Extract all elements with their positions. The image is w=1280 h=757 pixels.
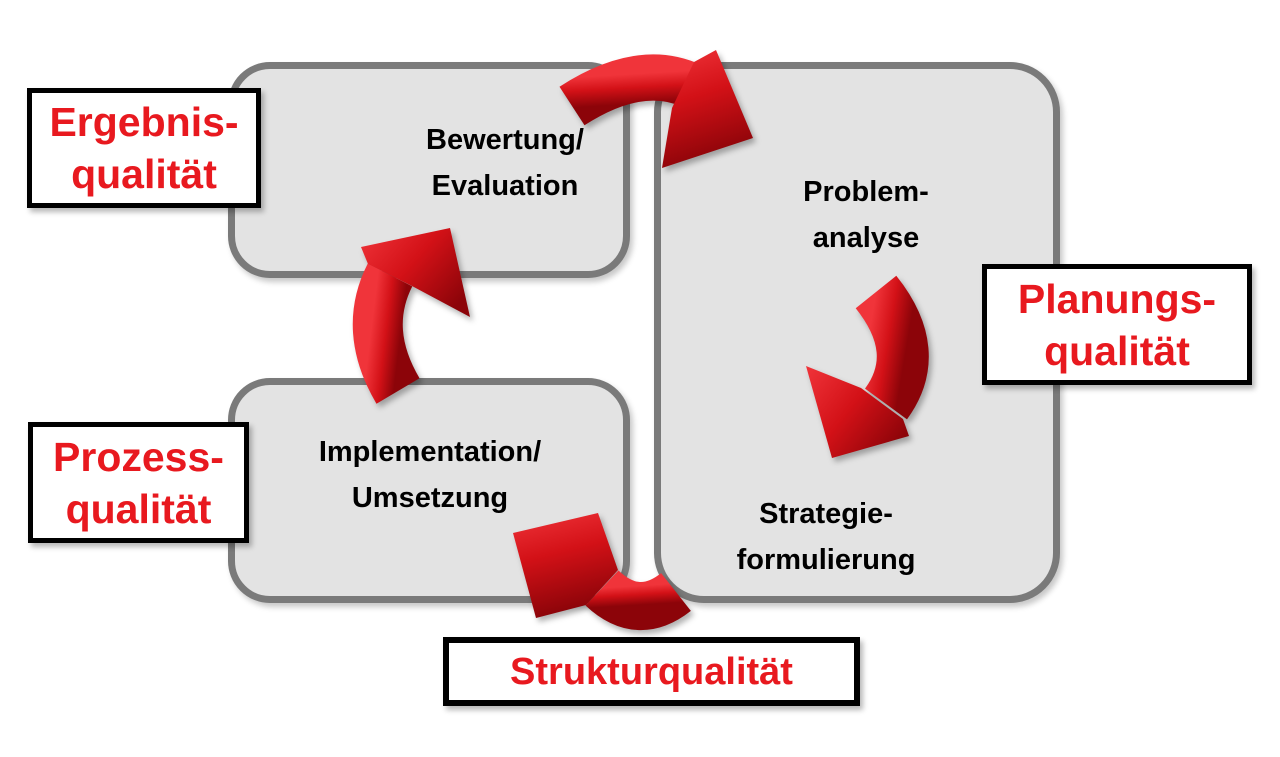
- label-line: Ergebnis-: [49, 99, 239, 145]
- label-text: Prozess- qualität: [53, 431, 224, 535]
- label-text: Ergebnis- qualität: [49, 96, 238, 200]
- label-line: qualität: [65, 485, 212, 532]
- stage-text-strategieformulierung: Strategie- formulierung: [661, 491, 991, 583]
- label-line: qualität: [71, 151, 217, 197]
- stage-line: Problem-: [803, 176, 929, 208]
- stage-line: formulierung: [736, 544, 916, 576]
- stage-line: Implementation/: [318, 436, 542, 468]
- label-line: qualität: [1044, 327, 1190, 374]
- label-prozessqualitaet: Prozess- qualität: [28, 422, 249, 543]
- label-line: Prozess-: [53, 433, 224, 480]
- label-line: Planungs-: [1017, 275, 1217, 322]
- label-text: Planungs- qualität: [1018, 273, 1216, 377]
- label-planungsqualitaet: Planungs- qualität: [982, 264, 1252, 385]
- label-strukturqualitaet: Strukturqualität: [443, 637, 860, 706]
- label-line: Strukturqualität: [510, 650, 793, 693]
- label-text: Strukturqualität: [510, 646, 793, 698]
- stage-text-implementation-umsetzung: Implementation/ Umsetzung: [235, 429, 625, 521]
- stage-line: Umsetzung: [351, 482, 509, 514]
- stage-line: analyse: [812, 222, 920, 254]
- label-ergebnisqualitaet: Ergebnis- qualität: [27, 88, 261, 208]
- stage-line: Bewertung/: [426, 124, 584, 156]
- stage-line: Strategie-: [759, 498, 893, 530]
- stage-text-bewertung-evaluation: Bewertung/ Evaluation: [385, 117, 625, 209]
- stage-box-implementation-umsetzung: Implementation/ Umsetzung: [228, 378, 630, 603]
- stage-box-bewertung-evaluation: Bewertung/ Evaluation: [228, 62, 630, 278]
- stage-line: Evaluation: [431, 170, 579, 202]
- stage-text-problemanalyse: Problem- analyse: [701, 169, 1031, 261]
